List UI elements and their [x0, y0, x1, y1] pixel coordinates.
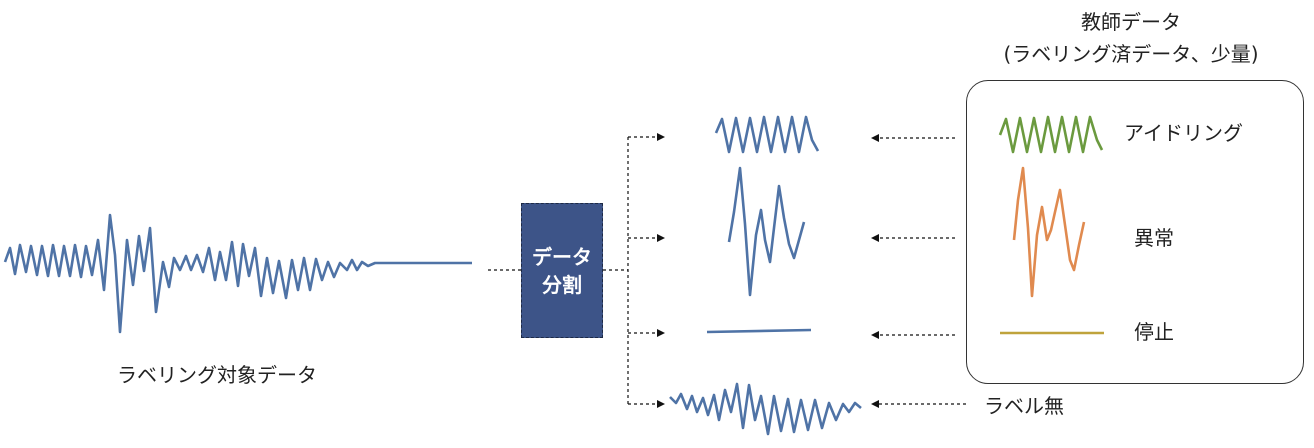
segment-wave-idling: [714, 115, 820, 154]
split-label-line2: 分割: [542, 272, 582, 297]
segment-wave-anomaly: [727, 166, 806, 297]
split-label-line1: データ: [532, 244, 592, 269]
label-anomaly: 異常: [1134, 226, 1174, 250]
teacher-title-line1: 教師データ: [1081, 10, 1181, 34]
teacher-wave-anomaly: [1012, 166, 1086, 298]
target-signal-wave: [3, 213, 472, 334]
label-unlabeled: ラベル無: [984, 394, 1064, 418]
target-data-label: ラベリング対象データ: [117, 363, 317, 387]
teacher-data-box: [966, 80, 1304, 384]
teacher-title-line2: (ラベリング済データ、少量): [1003, 42, 1259, 66]
segment-wave-stop: [706, 328, 812, 334]
teacher-wave-idling: [998, 115, 1104, 154]
label-stop: 停止: [1134, 320, 1174, 344]
data-split-box: データ 分割: [521, 203, 603, 338]
label-idling: アイドリング: [1124, 121, 1243, 145]
segment-wave-unlabeled: [669, 382, 862, 436]
